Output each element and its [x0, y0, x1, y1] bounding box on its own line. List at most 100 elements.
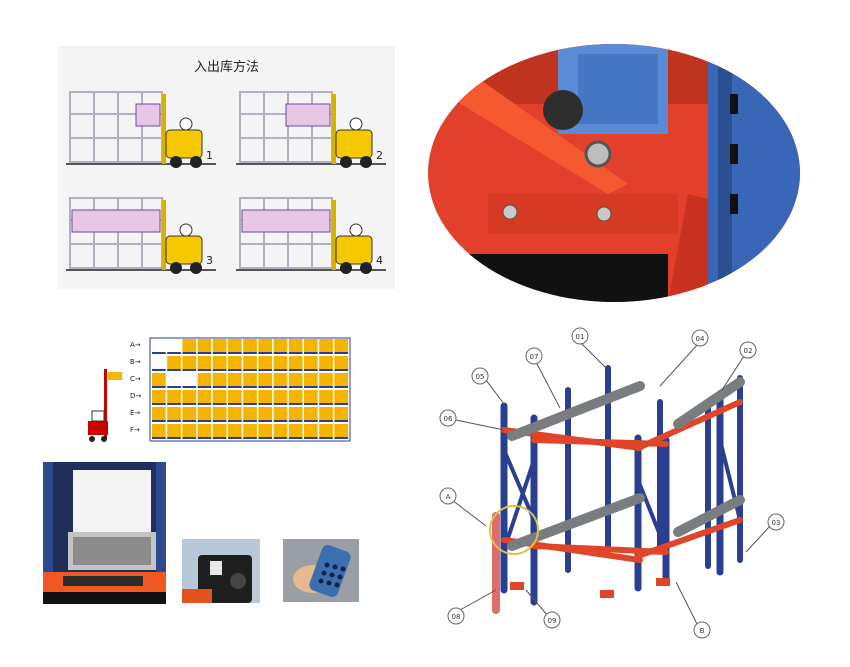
- storage-cell: [243, 373, 257, 386]
- step-label-3: 3: [206, 254, 213, 267]
- shelf-beam: [319, 352, 333, 354]
- control-terminal-photo: [182, 539, 260, 603]
- rail-closeup-photo: [428, 44, 800, 302]
- storage-cell: [152, 339, 166, 352]
- shelf-beam: [334, 403, 349, 405]
- shelf-beam: [197, 369, 212, 371]
- storage-cell: [152, 390, 166, 403]
- svg-text:09: 09: [548, 617, 557, 625]
- storage-cell: [167, 373, 181, 386]
- callout-a: A: [439, 487, 457, 505]
- shelf-beam: [304, 420, 318, 422]
- shelf-beam: [167, 369, 181, 371]
- storage-cell: [304, 339, 318, 352]
- shelf-beam: [258, 352, 273, 354]
- storage-cell: [273, 390, 288, 403]
- shelf-beam: [273, 403, 288, 405]
- callout-02: 02: [739, 341, 757, 359]
- shelf-beam: [258, 369, 273, 371]
- shelf-beam: [304, 403, 318, 405]
- storage-cell: [167, 339, 181, 352]
- storage-cell: [288, 339, 303, 352]
- row-label-b: B→: [130, 358, 141, 366]
- shelf-beam: [228, 386, 242, 388]
- step-2-diagram: [236, 91, 386, 168]
- callout-09: 09: [543, 611, 561, 629]
- storage-cell: [304, 390, 318, 403]
- storage-cell: [197, 407, 212, 420]
- shelf-beam: [197, 437, 212, 439]
- callout-04: 04: [691, 329, 709, 347]
- storage-cell: [152, 356, 166, 369]
- storage-cell: [273, 424, 288, 437]
- storage-cell: [197, 390, 212, 403]
- svg-text:03: 03: [772, 519, 781, 527]
- storage-cell: [273, 373, 288, 386]
- step-label-4: 4: [376, 254, 383, 267]
- shelf-beam: [182, 352, 197, 354]
- shelf-beam: [167, 437, 181, 439]
- rack-exploded-view: 01 02 03 04 05 06 07 08 09 A B: [439, 327, 785, 639]
- step-label-1: 1: [206, 149, 213, 162]
- shuttle-car-photo: [43, 462, 166, 604]
- shelf-beam: [167, 420, 181, 422]
- storage-cell: [288, 373, 303, 386]
- shelf-beam: [319, 386, 333, 388]
- shelf-beam: [243, 437, 257, 439]
- step-label-2: 2: [376, 149, 383, 162]
- shelf-beam: [319, 403, 333, 405]
- shelf-beam: [288, 420, 303, 422]
- storage-cell: [212, 390, 227, 403]
- storage-cell: [288, 424, 303, 437]
- callout-05: 05: [471, 367, 489, 385]
- callout-b: B: [693, 621, 711, 639]
- shelf-beam: [212, 386, 227, 388]
- shelf-beam: [212, 403, 227, 405]
- storage-cell: [212, 373, 227, 386]
- shelf-beam: [304, 352, 318, 354]
- storage-cell: [258, 373, 273, 386]
- shelf-beam: [152, 403, 166, 405]
- shelf-beam: [152, 369, 166, 371]
- shelf-beam: [273, 369, 288, 371]
- storage-cell: [197, 339, 212, 352]
- svg-text:05: 05: [476, 373, 485, 381]
- storage-cell: [182, 390, 197, 403]
- storage-cell: [182, 356, 197, 369]
- remote-control-photo: [283, 539, 359, 602]
- storage-method-diagrams: 1 2: [66, 91, 386, 274]
- step-3-diagram: [66, 197, 216, 274]
- storage-cell: [288, 356, 303, 369]
- shelf-beam: [319, 420, 333, 422]
- shelf-beam: [273, 352, 288, 354]
- shelf-beam: [273, 386, 288, 388]
- shelf-beam: [288, 352, 303, 354]
- row-label-d: D→: [130, 392, 141, 400]
- storage-cell: [334, 356, 349, 369]
- shelf-beam: [197, 352, 212, 354]
- storage-cell: [319, 339, 333, 352]
- shelf-beam: [243, 403, 257, 405]
- shelf-beam: [273, 437, 288, 439]
- row-label-e: E→: [130, 409, 140, 417]
- storage-cell: [212, 339, 227, 352]
- shelf-beam: [288, 437, 303, 439]
- storage-cell: [243, 390, 257, 403]
- svg-text:01: 01: [576, 333, 585, 341]
- shelf-beam: [304, 369, 318, 371]
- step-4-diagram: [236, 197, 386, 274]
- callout-08: 08: [447, 607, 465, 625]
- shelf-beam: [152, 420, 166, 422]
- shelf-beam: [304, 386, 318, 388]
- storage-cell: [319, 373, 333, 386]
- storage-cell: [182, 407, 197, 420]
- storage-cell: [243, 407, 257, 420]
- shelf-beam: [152, 352, 166, 354]
- shelf-beam: [243, 369, 257, 371]
- row-label-f: F→: [130, 426, 140, 434]
- svg-text:08: 08: [452, 613, 461, 621]
- storage-cell: [258, 356, 273, 369]
- storage-cell: [304, 373, 318, 386]
- shelf-beam: [167, 403, 181, 405]
- storage-cell: [167, 407, 181, 420]
